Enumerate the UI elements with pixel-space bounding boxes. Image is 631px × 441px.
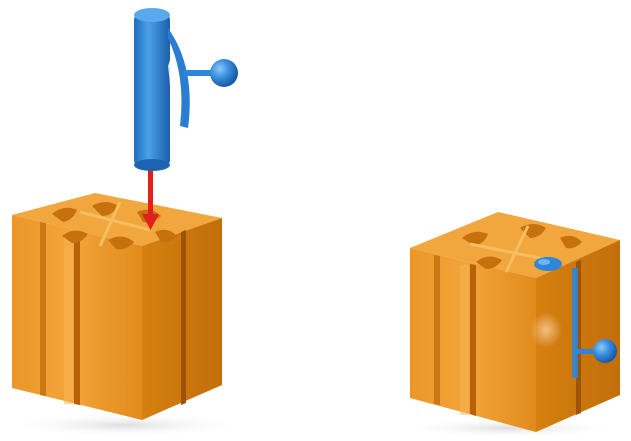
inserted-peg-slit-strip xyxy=(572,268,578,378)
left-block-side-slit xyxy=(181,230,186,405)
right-block-front-slit-highlight xyxy=(460,265,469,415)
right-block-front-slit xyxy=(470,264,476,416)
inserted-peg-top-highlight xyxy=(538,259,550,265)
inserted-peg-glow xyxy=(530,312,562,348)
left-block-shadow xyxy=(5,413,245,437)
right-block-group xyxy=(400,212,620,438)
left-block-front-slit-highlight xyxy=(64,232,73,404)
arrow-shaft xyxy=(148,166,153,216)
peg-tube-top xyxy=(134,8,170,22)
peg-connector-icon xyxy=(134,8,238,171)
peg-ball xyxy=(210,59,238,87)
right-block-edge-groove xyxy=(434,255,440,405)
left-orange-block xyxy=(12,193,222,420)
peg-tube xyxy=(134,14,170,166)
left-block-front-slit xyxy=(74,231,80,405)
inserted-peg-ball xyxy=(593,339,617,363)
left-block-group xyxy=(5,8,245,437)
left-block-edge-groove xyxy=(40,222,46,396)
peg-tube-bottom xyxy=(134,159,170,171)
right-orange-block xyxy=(410,212,620,432)
